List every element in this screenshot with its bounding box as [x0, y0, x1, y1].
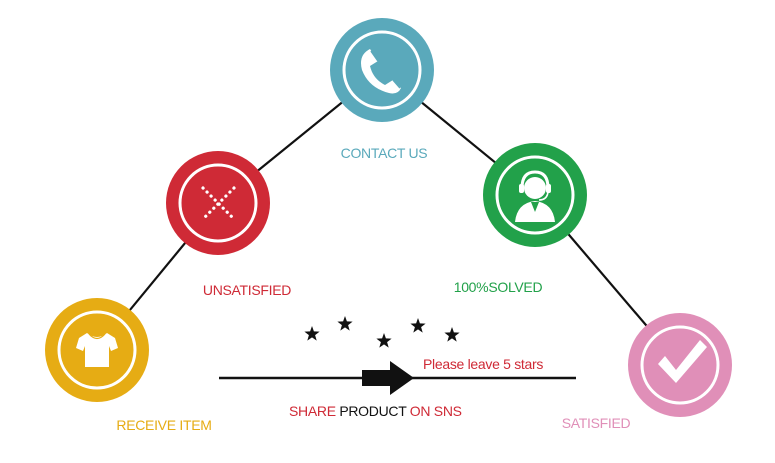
node-unsatisfied-ring	[178, 163, 258, 243]
caption-product: PRODUCT	[339, 403, 410, 419]
star-icon	[410, 318, 426, 333]
node-label-unsatisfied: UNSATISFIED	[202, 282, 292, 298]
node-contact-us-circle	[330, 18, 434, 122]
node-satisfied-ring	[640, 325, 720, 405]
node-solved	[483, 143, 587, 247]
node-label-solved: 100%SOLVED	[453, 279, 543, 295]
node-satisfied	[628, 313, 732, 417]
caption-on-sns: ON SNS	[409, 403, 462, 419]
node-label-contact-us: CONTACT US	[340, 145, 428, 161]
node-receive-item	[45, 298, 149, 402]
arrow-caption: SHARE PRODUCT ON SNS	[289, 403, 462, 419]
rating-stars	[304, 316, 460, 348]
phone-icon	[361, 49, 401, 94]
node-receive-item-ring	[57, 310, 137, 390]
support-agent-icon	[515, 170, 555, 222]
node-contact-us	[330, 18, 434, 122]
checkmark-icon	[658, 340, 707, 383]
cross-icon	[201, 186, 236, 221]
share-arrow	[219, 361, 576, 395]
tshirt-icon	[76, 333, 118, 367]
star-icon	[337, 316, 353, 331]
node-label-receive-item: RECEIVE ITEM	[116, 417, 212, 433]
star-icon	[376, 333, 392, 348]
node-contact-us-ring	[342, 30, 422, 110]
arrow-note: Please leave 5 stars	[423, 356, 544, 372]
star-icon	[444, 327, 460, 342]
node-solved-ring	[495, 155, 575, 235]
arrow-head	[362, 361, 414, 395]
caption-share: SHARE	[289, 403, 340, 419]
node-unsatisfied	[166, 151, 270, 255]
node-label-satisfied: SATISFIED	[561, 415, 631, 431]
star-icon	[304, 326, 320, 341]
